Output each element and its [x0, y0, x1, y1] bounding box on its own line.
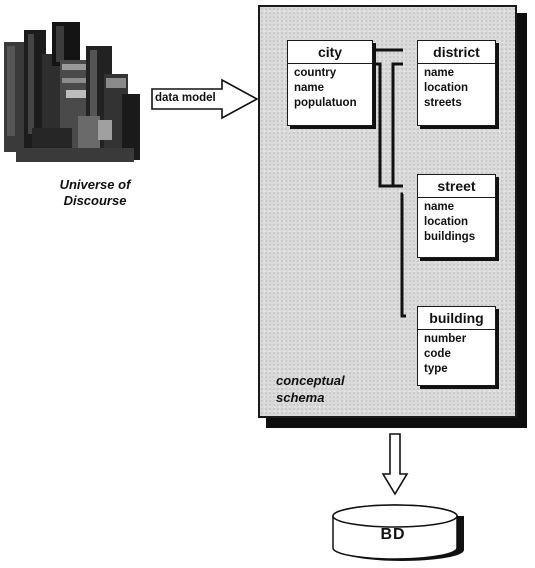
entity-building-attribute: code	[424, 347, 495, 362]
entity-district-title: district	[418, 41, 495, 64]
entity-building-attribute: type	[424, 362, 495, 377]
entity-city: city country name populatuon	[287, 40, 373, 126]
conceptual-schema-label-line2: schema	[276, 389, 324, 406]
entity-district: district name location streets	[417, 40, 496, 126]
conceptual-schema-label-line1: conceptual	[276, 372, 345, 389]
entity-district-attribute: location	[424, 81, 495, 96]
entity-city-attribute: country	[294, 66, 372, 81]
entity-city-attribute: name	[294, 81, 372, 96]
entity-building-attribute: number	[424, 332, 495, 347]
entity-street-attribute: location	[424, 215, 495, 230]
entity-street-attribute: name	[424, 200, 495, 215]
entity-street: street name location buildings	[417, 174, 496, 258]
entity-building-title: building	[418, 307, 495, 330]
down-arrow-icon	[380, 432, 410, 497]
entity-city-attribute: populatuon	[294, 96, 372, 111]
entity-district-attribute: name	[424, 66, 495, 81]
entity-building: building number code type	[417, 306, 496, 386]
entity-street-title: street	[418, 175, 495, 198]
entity-street-attribute: buildings	[424, 230, 495, 245]
database-label: BD	[330, 526, 456, 544]
entity-city-title: city	[288, 41, 372, 64]
entity-district-attribute: streets	[424, 96, 495, 111]
